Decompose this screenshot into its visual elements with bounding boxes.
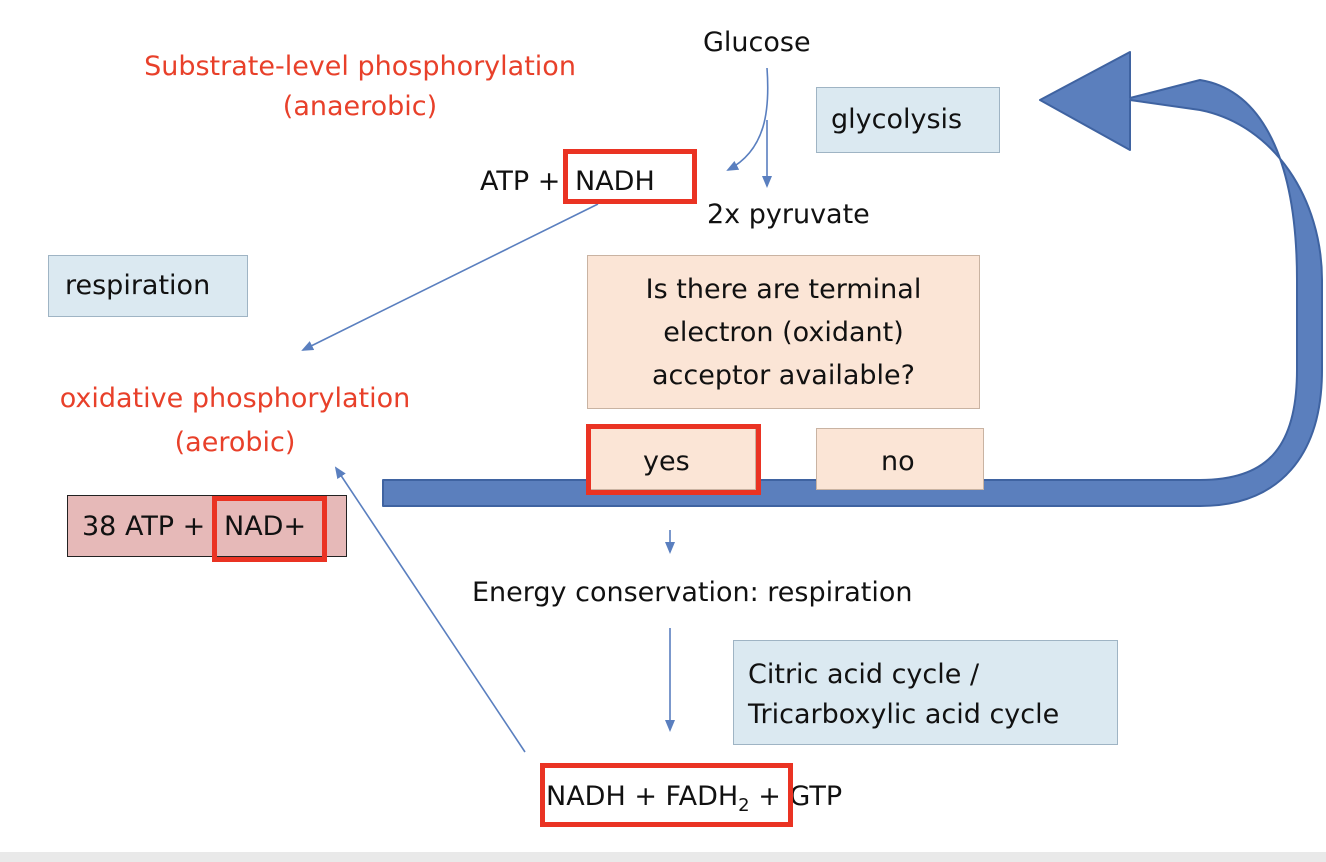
- acceptor-question-box: Is there are terminal electron (oxidant)…: [587, 255, 980, 409]
- substrate-level-label: Substrate-level phosphorylation (anaerob…: [80, 50, 640, 124]
- substrate-level-line1: Substrate-level phosphorylation: [144, 51, 576, 82]
- no-label: no: [881, 446, 915, 477]
- energy-conservation-label: Energy conservation: respiration: [472, 577, 913, 608]
- nadplus-label: NAD+: [224, 511, 307, 542]
- tca-box: Citric acid cycle / Tricarboxylic acid c…: [733, 640, 1118, 745]
- plus-gtp-text: + GTP: [749, 781, 843, 812]
- respiration-box: respiration: [48, 255, 248, 317]
- oxidative-line1: oxidative phosphorylation: [59, 383, 411, 414]
- no-box: no: [816, 428, 984, 490]
- arrow-fadh-to-oxidative: [334, 466, 526, 753]
- oxidative-line2: (aerobic): [174, 427, 296, 458]
- nadh-label: NADH: [575, 166, 655, 197]
- atp-plus-label: ATP +: [480, 166, 561, 197]
- yes-label: yes: [643, 446, 690, 477]
- feedback-arrow: [382, 51, 1323, 507]
- tca-line1: Citric acid cycle /: [748, 659, 980, 690]
- nadplus-highlight-frame: [212, 496, 327, 562]
- tca-text: Citric acid cycle / Tricarboxylic acid c…: [748, 655, 1059, 735]
- question-line3: acceptor available?: [652, 360, 915, 391]
- nadh-highlight-frame: [563, 149, 697, 204]
- product-label: NADH + FADH2 + GTP: [546, 780, 842, 823]
- tca-line2: Tricarboxylic acid cycle: [748, 699, 1060, 730]
- substrate-level-line2: (anaerobic): [282, 91, 438, 122]
- question-line1: Is there are terminal: [645, 274, 922, 305]
- respiration-label: respiration: [65, 270, 211, 301]
- fadh-subscript: 2: [738, 795, 750, 816]
- oxidative-label: oxidative phosphorylation (aerobic): [20, 382, 450, 460]
- acceptor-question-text: Is there are terminal electron (oxidant)…: [588, 268, 979, 397]
- pyruvate-label: 2x pyruvate: [707, 199, 870, 230]
- glycolysis-label: glycolysis: [831, 104, 963, 135]
- glucose-label: Glucose: [703, 27, 811, 58]
- glycolysis-box: glycolysis: [816, 87, 1000, 153]
- atp38-box: 38 ATP + NAD+: [67, 495, 347, 557]
- arrow-glucose-to-atp: [726, 67, 769, 171]
- arrow-nadh-to-oxidative: [301, 203, 599, 351]
- nadh-fadh-highlight-frame: [540, 763, 793, 827]
- footer-bar: [0, 852, 1326, 862]
- question-line2: electron (oxidant): [663, 317, 904, 348]
- nadh-fadh-text: NADH + FADH: [546, 781, 739, 812]
- atp38-label: 38 ATP +: [82, 511, 206, 542]
- yes-highlight-frame: [586, 424, 761, 495]
